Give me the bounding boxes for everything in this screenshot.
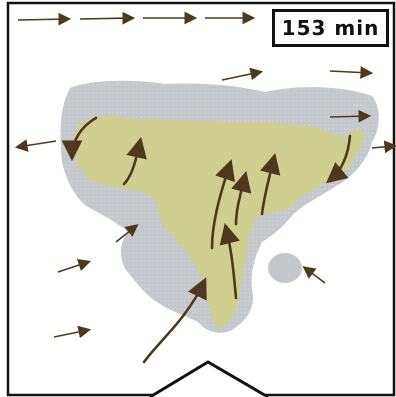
arrow-icon — [58, 262, 88, 272]
arrow-icon — [330, 71, 370, 73]
arrow-icon — [18, 19, 68, 20]
arrow-icon — [330, 116, 368, 117]
arrow-icon — [80, 18, 132, 19]
arrow-icon — [18, 141, 56, 147]
time-label: 153 min — [272, 9, 389, 47]
arrow-icon — [372, 146, 394, 148]
arrow-icon — [54, 330, 88, 337]
arrow-icon — [222, 72, 260, 80]
arrow-icon — [305, 268, 325, 283]
detached-cloudlet — [268, 253, 302, 283]
triangle-icon — [150, 362, 268, 397]
